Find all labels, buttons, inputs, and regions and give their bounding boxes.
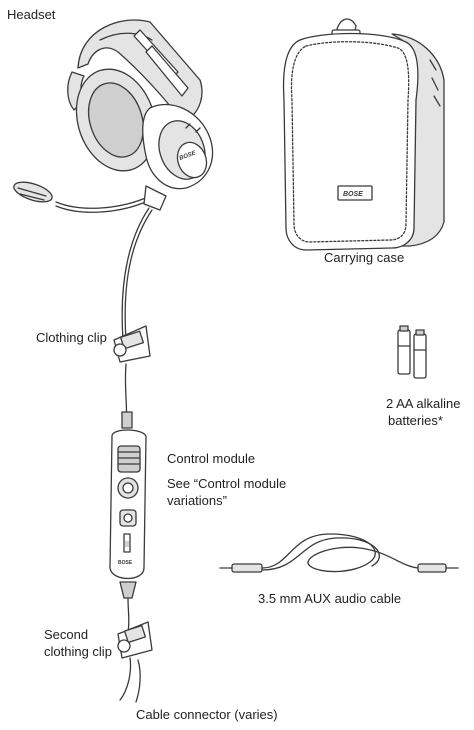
carrying-case-label: Carrying case: [324, 250, 405, 265]
carrying-case-drawing: BOSE: [282, 18, 445, 251]
clothing-clip-2-drawing: [117, 621, 153, 703]
aux-cable-label: 3.5 mm AUX audio cable: [258, 591, 402, 606]
control-module-drawing: BOSE: [109, 411, 147, 633]
cable-connector-label: Cable connector (varies): [136, 707, 278, 722]
see-variations-line1: See “Control module: [167, 476, 287, 491]
case-logo: BOSE: [343, 191, 363, 198]
batteries-drawing: [397, 325, 427, 379]
clothing-clip-1-drawing: [113, 325, 151, 421]
svg-text:BOSE: BOSE: [118, 560, 133, 566]
clothing-clip-label: Clothing clip: [36, 330, 107, 345]
aux-cable-drawing: [219, 533, 459, 573]
control-module-label: Control module: [167, 451, 256, 466]
second-clip-label-line1: Second: [44, 627, 89, 642]
headset-label: Headset: [7, 7, 56, 22]
headset-drawing: BOSE: [13, 19, 214, 341]
batteries-label-line1: 2 AA alkaline: [386, 396, 461, 411]
see-variations-line2: variations”: [167, 493, 227, 508]
batteries-label-line2: batteries*: [388, 413, 443, 428]
headset-logo: BOSE: [179, 150, 198, 162]
second-clip-label-line2: clothing clip: [44, 644, 112, 659]
